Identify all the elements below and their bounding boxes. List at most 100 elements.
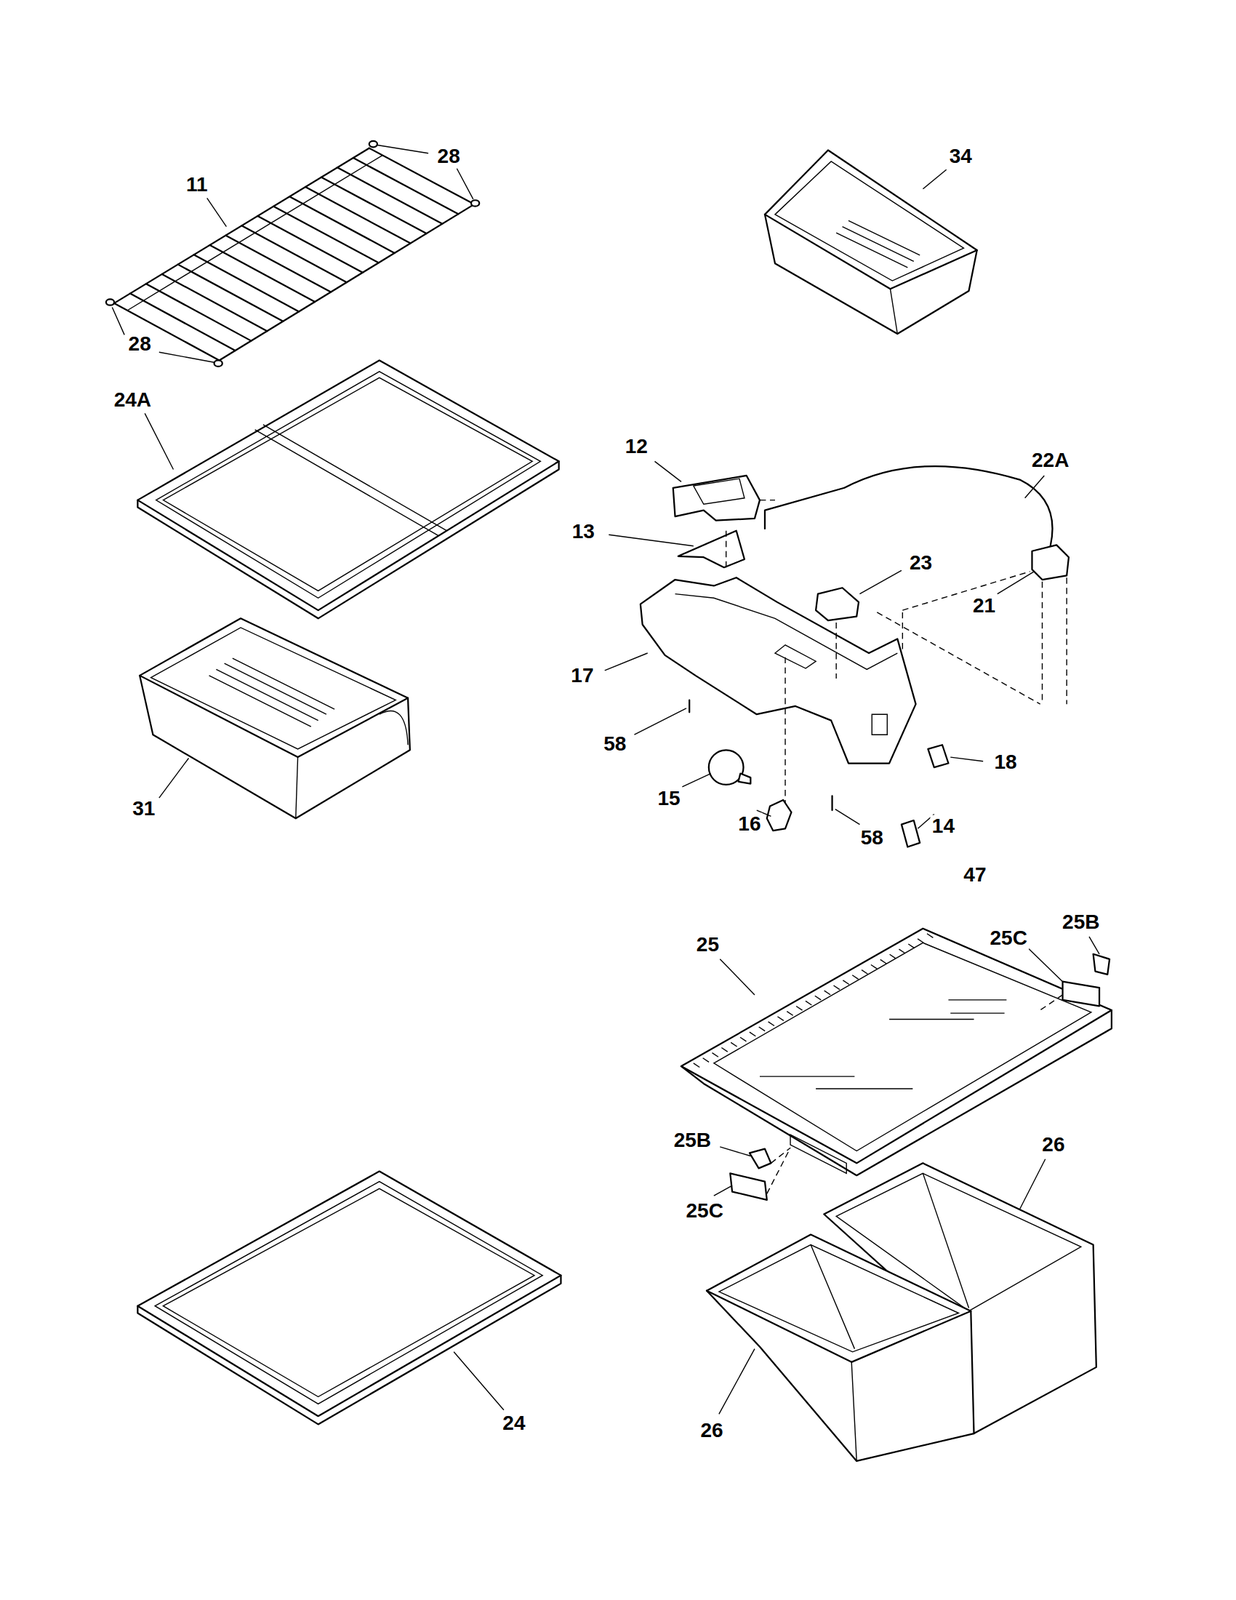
line-art bbox=[241, 225, 347, 283]
callout-number: 25C bbox=[988, 927, 1029, 950]
line-art bbox=[305, 186, 411, 243]
callout-number: 23 bbox=[908, 551, 934, 575]
callout-number: 14 bbox=[930, 815, 957, 838]
callout-number: 16 bbox=[736, 812, 762, 836]
line-art bbox=[146, 283, 251, 341]
line-art bbox=[321, 177, 427, 234]
line-art bbox=[703, 1057, 709, 1063]
line-art bbox=[106, 298, 115, 305]
line-art bbox=[255, 424, 448, 536]
line-art bbox=[719, 1348, 755, 1415]
housing-assembly bbox=[640, 466, 1069, 848]
callout-number: 28 bbox=[127, 332, 153, 355]
callout-number: 15 bbox=[656, 787, 682, 810]
line-art bbox=[713, 942, 1092, 1151]
crisper-drawer bbox=[139, 618, 411, 818]
line-art bbox=[219, 204, 475, 361]
callout-number: 24 bbox=[500, 1411, 527, 1434]
line-art bbox=[673, 475, 760, 521]
wire-shelf bbox=[114, 148, 475, 361]
callout-number: 22A bbox=[1030, 448, 1071, 472]
line-art bbox=[729, 1172, 767, 1199]
line-art bbox=[786, 1011, 793, 1016]
callout-number: 47 bbox=[961, 863, 988, 887]
line-art bbox=[159, 757, 190, 798]
line-art bbox=[922, 169, 946, 190]
line-art bbox=[859, 570, 902, 594]
line-art bbox=[139, 618, 411, 818]
line-art bbox=[719, 958, 755, 995]
line-art bbox=[836, 220, 920, 268]
line-art bbox=[1093, 953, 1110, 975]
line-art bbox=[681, 928, 1112, 1175]
line-art bbox=[226, 235, 331, 293]
callout-number: 58 bbox=[859, 825, 885, 849]
callout-number: 34 bbox=[948, 144, 974, 168]
line-art bbox=[768, 1021, 775, 1026]
callout-number: 26 bbox=[1040, 1132, 1066, 1156]
line-art bbox=[713, 1185, 733, 1196]
line-art bbox=[815, 995, 821, 1000]
line-art bbox=[640, 577, 917, 763]
line-art bbox=[114, 148, 370, 304]
line-art bbox=[144, 412, 174, 469]
line-art bbox=[693, 1062, 700, 1068]
line-art bbox=[337, 167, 443, 224]
line-art bbox=[693, 933, 934, 1068]
line-art bbox=[295, 756, 299, 818]
callout-number: 28 bbox=[436, 144, 462, 168]
callout-number: 31 bbox=[130, 797, 157, 821]
line-art bbox=[997, 571, 1034, 595]
callout-number: 11 bbox=[184, 173, 210, 196]
line-art bbox=[719, 1244, 959, 1352]
line-art bbox=[815, 587, 859, 621]
line-art bbox=[162, 1188, 535, 1396]
line-art bbox=[767, 799, 792, 831]
line-art bbox=[111, 307, 214, 363]
line-art bbox=[777, 1016, 784, 1021]
line-art bbox=[681, 1009, 1112, 1163]
line-art bbox=[162, 274, 267, 331]
glass-shelf bbox=[137, 1171, 561, 1425]
callout-number: 12 bbox=[623, 435, 650, 459]
line-art bbox=[764, 214, 978, 289]
line-art bbox=[833, 985, 840, 990]
callout-number: 58 bbox=[602, 732, 628, 755]
line-art bbox=[453, 1351, 504, 1410]
line-art bbox=[726, 500, 1067, 807]
line-art bbox=[675, 594, 898, 670]
line-art bbox=[861, 969, 868, 975]
line-art bbox=[273, 206, 379, 264]
line-art bbox=[210, 245, 315, 302]
line-art bbox=[257, 215, 363, 273]
line-art bbox=[633, 708, 687, 735]
line-art bbox=[767, 994, 1063, 1194]
callout-number: 25B bbox=[672, 1129, 713, 1152]
line-art bbox=[1020, 1158, 1046, 1210]
line-art bbox=[880, 958, 887, 964]
line-art bbox=[1089, 936, 1100, 954]
line-art bbox=[835, 809, 861, 825]
line-art bbox=[917, 938, 924, 943]
line-art bbox=[127, 155, 383, 311]
line-art bbox=[207, 197, 227, 227]
line-art bbox=[608, 534, 693, 546]
line-art bbox=[137, 1171, 561, 1425]
line-art bbox=[1062, 981, 1100, 1007]
line-art bbox=[151, 627, 397, 749]
crisper-cover-shelf bbox=[681, 928, 1112, 1200]
line-art bbox=[927, 933, 933, 938]
line-art bbox=[1031, 544, 1069, 580]
line-art bbox=[471, 199, 480, 206]
line-art bbox=[1025, 475, 1045, 499]
line-art bbox=[749, 1148, 771, 1169]
callout-number: 25C bbox=[684, 1199, 725, 1223]
callout-number: 25B bbox=[1060, 911, 1101, 934]
line-art bbox=[852, 974, 858, 980]
line-art bbox=[379, 710, 408, 745]
line-art bbox=[871, 713, 888, 735]
line-art bbox=[790, 1134, 847, 1173]
line-art bbox=[706, 1290, 971, 1362]
storage-bin bbox=[764, 150, 978, 334]
